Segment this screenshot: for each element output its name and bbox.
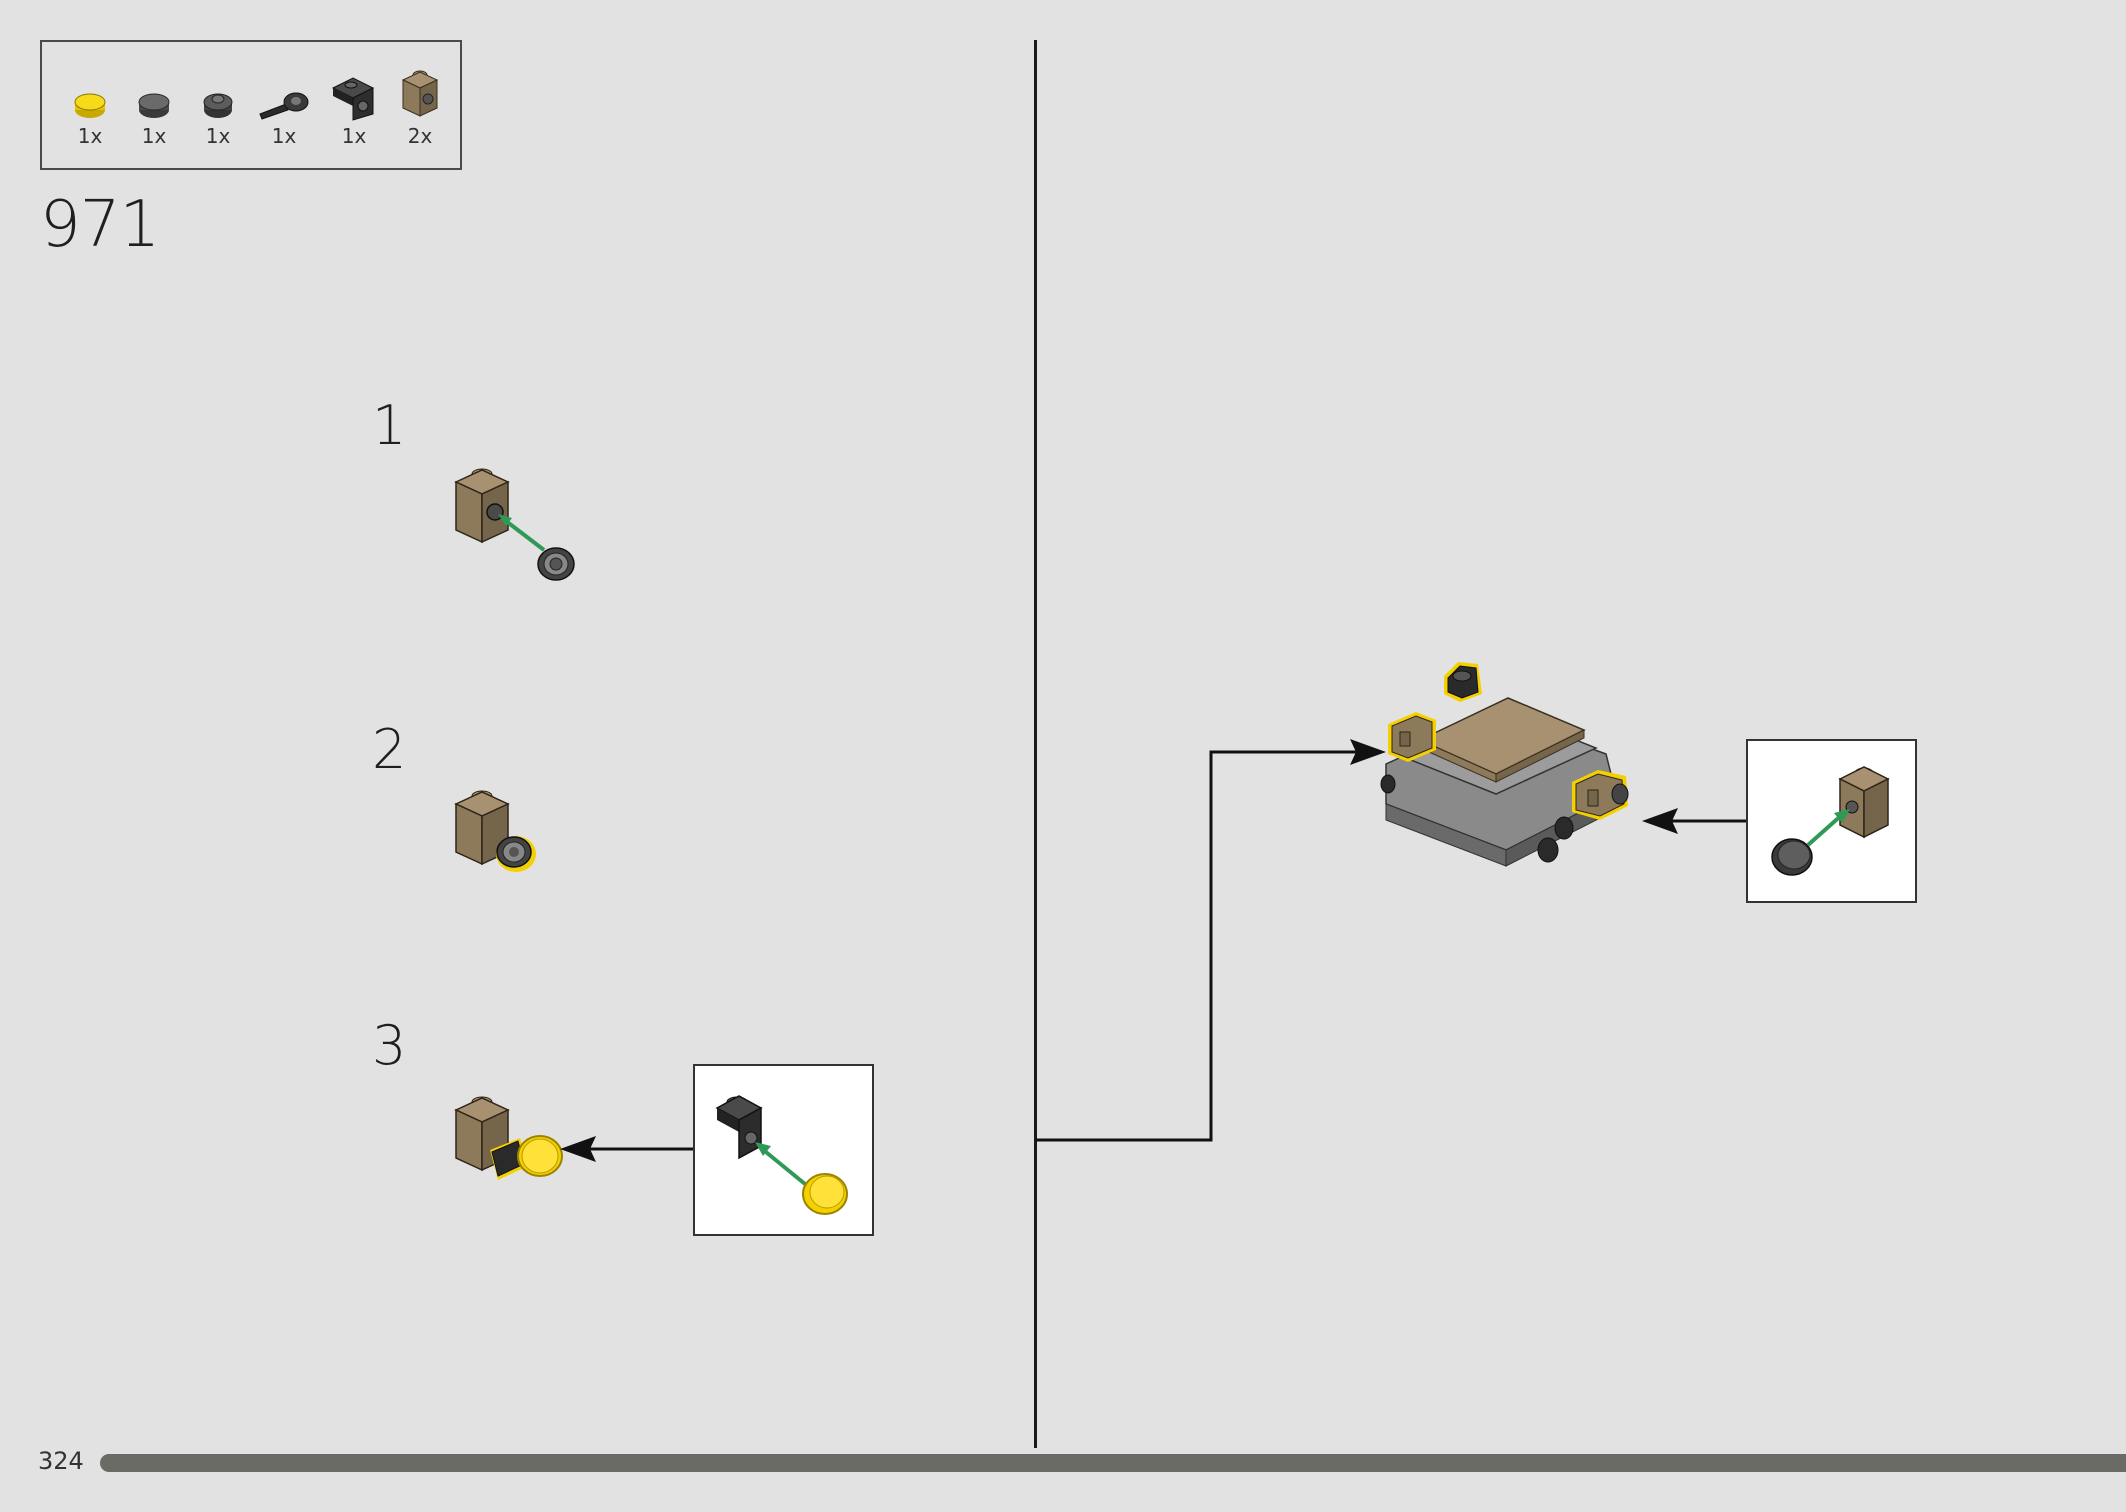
callout-parts-illustration — [1771, 766, 1890, 876]
part-item: 1x — [124, 86, 184, 148]
page-number: 324 — [38, 1447, 84, 1475]
part-quantity: 1x — [141, 124, 167, 148]
step-number: 971 — [40, 188, 160, 262]
part-quantity: 1x — [205, 124, 231, 148]
yellow-round-tile-icon — [74, 93, 106, 118]
page-divider — [1034, 40, 1037, 1448]
part-item: 1x — [254, 86, 314, 148]
substep-number: 3 — [372, 1014, 407, 1077]
part-quantity: 2x — [407, 124, 433, 148]
callout-parts-illustration — [715, 1095, 848, 1215]
progress-bar — [100, 1454, 2126, 1472]
substep-3-callout — [693, 1064, 874, 1236]
part-item: 1x — [324, 74, 384, 148]
substep-3-illustration — [454, 1096, 563, 1180]
part-quantity: 1x — [341, 124, 367, 148]
part-item: 1x — [60, 86, 120, 148]
part-quantity: 1x — [271, 124, 297, 148]
dark-gray-round-dish-icon — [203, 93, 233, 118]
tan-brick-with-stud-icon — [401, 70, 439, 117]
substep-number: 1 — [372, 394, 407, 457]
arrow-left-icon — [1642, 808, 1748, 834]
substep-1-illustration — [454, 468, 575, 581]
substep-2-illustration — [454, 790, 536, 872]
part-quantity: 1x — [77, 124, 103, 148]
connector-arrow — [1036, 739, 1386, 1142]
part-item: 1x — [188, 86, 248, 148]
arrow-left-icon — [560, 1136, 696, 1162]
part-item: 2x — [390, 66, 450, 148]
parts-list: 1x 1x 1x 1x 1x — [40, 40, 462, 170]
black-bracket-icon — [331, 77, 375, 121]
assembly-callout — [1746, 739, 1917, 903]
main-assembly-illustration — [1380, 662, 1629, 867]
dark-gray-round-plate-icon — [138, 93, 170, 118]
substep-number: 2 — [372, 718, 407, 781]
black-bar-holder-icon — [259, 92, 309, 120]
